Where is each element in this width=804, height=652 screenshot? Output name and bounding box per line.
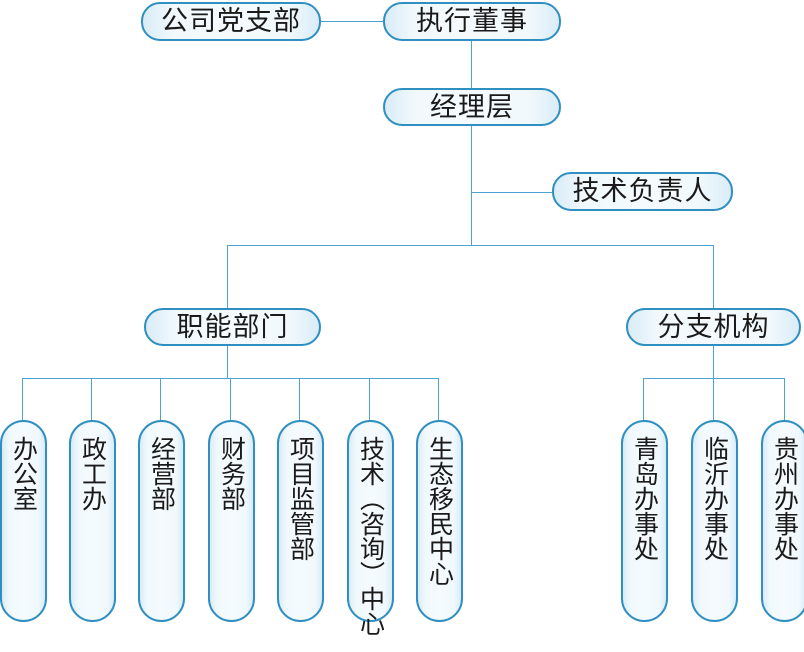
node-party-branch[interactable]: 公司党支部 [141, 2, 321, 41]
connector-functional-down [227, 345, 228, 378]
node-branch-offices[interactable]: 分支机构 [626, 308, 801, 346]
connector-branch-drop-3 [784, 378, 785, 422]
connector-functional-drop-2 [91, 378, 92, 422]
connector-bus-to-functional [227, 245, 228, 308]
leaf-functional-department[interactable]: 办公室 [0, 420, 47, 622]
node-branch-offices-label: 分支机构 [657, 311, 770, 342]
connector-functional-drop-7 [438, 378, 439, 422]
leaf-branch-office[interactable]: 临沂办事处 [691, 420, 738, 622]
leaf-label: 贵州办事处 [770, 436, 799, 561]
leaf-label: 技术（咨询）中心 [356, 436, 385, 636]
node-functional-departments[interactable]: 职能部门 [144, 308, 321, 346]
connector-director-to-manager [471, 40, 472, 88]
leaf-label: 生态移民中心 [425, 436, 454, 586]
connector-manager-trunk [471, 125, 472, 246]
node-manager-level-label: 经理层 [430, 91, 514, 122]
connector-branches-down [713, 345, 714, 378]
connector-party-to-director [320, 21, 383, 22]
node-functional-departments-label: 职能部门 [176, 311, 289, 342]
leaf-label: 项目监管部 [286, 436, 315, 561]
connector-functional-drop-6 [369, 378, 370, 422]
leaf-label: 青岛办事处 [630, 436, 659, 561]
node-manager-level[interactable]: 经理层 [383, 88, 561, 126]
node-technical-director-label: 技术负责人 [572, 176, 713, 206]
leaf-functional-department[interactable]: 财务部 [208, 420, 255, 622]
leaf-branch-office[interactable]: 贵州办事处 [761, 420, 804, 622]
connector-functional-drop-1 [22, 378, 23, 422]
leaf-label: 经营部 [147, 436, 176, 511]
leaf-functional-department[interactable]: 项目监管部 [277, 420, 324, 622]
leaf-functional-department[interactable]: 政工办 [69, 420, 116, 622]
connector-functional-drop-3 [160, 378, 161, 422]
node-party-branch-label: 公司党支部 [161, 6, 301, 36]
node-executive-director-label: 执行董事 [416, 6, 528, 36]
connector-functional-drop-5 [299, 378, 300, 422]
connector-manager-to-tech-director [471, 192, 552, 193]
connector-branch-drop-1 [643, 378, 644, 422]
leaf-branch-office[interactable]: 青岛办事处 [621, 420, 668, 622]
leaf-functional-department[interactable]: 技术（咨询）中心 [347, 420, 394, 636]
leaf-label: 办公室 [9, 436, 38, 511]
connector-branch-drop-2 [713, 378, 714, 422]
connector-functional-drop-4 [230, 378, 231, 422]
connector-bus-to-branches [713, 245, 714, 308]
leaf-label: 临沂办事处 [700, 436, 729, 561]
node-technical-director[interactable]: 技术负责人 [552, 172, 733, 211]
node-executive-director[interactable]: 执行董事 [383, 2, 561, 41]
connector-main-bus [227, 245, 714, 246]
leaf-label: 财务部 [217, 436, 246, 511]
leaf-functional-department[interactable]: 生态移民中心 [416, 420, 463, 622]
leaf-functional-department[interactable]: 经营部 [138, 420, 185, 622]
leaf-label: 政工办 [78, 436, 107, 511]
